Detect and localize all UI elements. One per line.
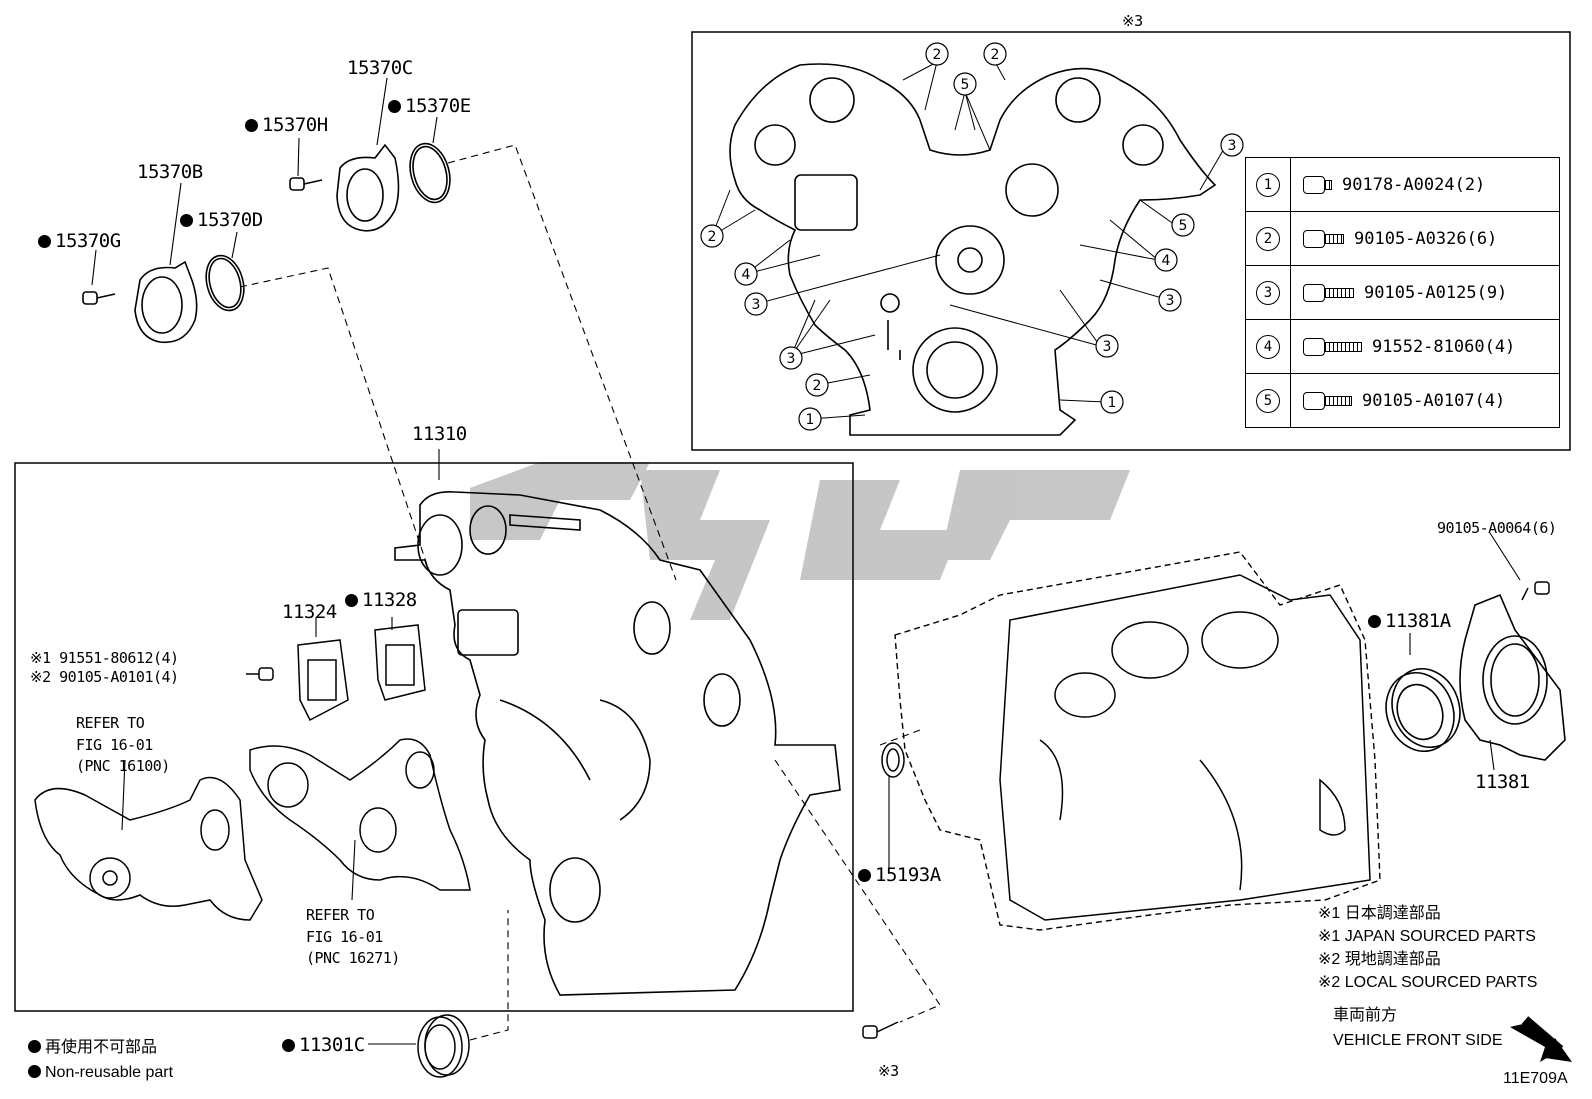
legend-non-reusable-en: Non-reusable part — [28, 1062, 173, 1084]
main-box — [14, 462, 854, 1012]
rear-seal-retainer — [1459, 593, 1566, 761]
svg-text:3: 3 — [1166, 293, 1175, 309]
legend-non-reusable-jp: 再使用不可部品 — [28, 1037, 157, 1059]
svg-text:3: 3 — [752, 297, 761, 313]
bolt-icon — [1303, 283, 1325, 302]
legend-part: 90178-A0024(2) — [1342, 174, 1486, 195]
legend-row: 5 90105-A0107(4) — [1245, 373, 1560, 428]
label-11324: 11324 — [282, 601, 337, 623]
water-inlet-housings — [82, 142, 451, 344]
label-11381: 11381 — [1475, 771, 1530, 793]
svg-text:3: 3 — [1228, 138, 1237, 154]
label-11301C: 11301C — [282, 1034, 365, 1056]
svg-text:4: 4 — [1162, 253, 1171, 269]
legend-index: 5 — [1256, 388, 1280, 413]
o-ring-15370E — [409, 142, 451, 204]
legend-part: 90105-A0125(9) — [1364, 282, 1508, 303]
label-15370D: 15370D — [180, 209, 263, 231]
label-15370C: 15370C — [347, 57, 413, 79]
inset-box — [691, 31, 1571, 451]
legend-index: 4 — [1256, 334, 1280, 359]
legend-index: 3 — [1256, 280, 1280, 305]
legend-row: 1 90178-A0024(2) — [1245, 157, 1560, 212]
bolt-shaft-icon — [1325, 341, 1362, 352]
svg-text:2: 2 — [991, 47, 1000, 63]
svg-text:5: 5 — [1179, 218, 1188, 234]
label-15370B: 15370B — [137, 161, 203, 183]
gaskets — [249, 624, 471, 891]
label-11328: 11328 — [345, 589, 417, 611]
inset-timing-cover-outline — [729, 63, 1217, 436]
bolt-icon — [1303, 229, 1325, 248]
label-15370H: 15370H — [245, 114, 328, 136]
inset-mark: ※3 — [1122, 12, 1143, 30]
label-bolt-japan: ※1 91551-80612(4) — [30, 649, 179, 667]
svg-text:5: 5 — [961, 77, 970, 93]
o-ring-15370D — [205, 254, 245, 312]
front-direction-arrow-icon — [1510, 1016, 1572, 1062]
rear-oil-seal — [1385, 667, 1461, 753]
refer-text: REFER TO — [76, 714, 145, 732]
legend-index: 2 — [1256, 226, 1280, 251]
inset-callout-circles: 2 2 5 3 2 5 4 4 3 3 3 3 2 1 1 — [700, 42, 1244, 431]
note-line: ※1 日本調達部品 — [1318, 905, 1441, 922]
watermark-logo — [470, 462, 1130, 620]
refer-text: (PNC 16100) — [76, 757, 170, 775]
note-line: ※2 LOCAL SOURCED PARTS — [1318, 974, 1538, 991]
bolt-shaft-icon — [1325, 287, 1354, 298]
refer-text: REFER TO — [306, 906, 375, 924]
refer-text: (PNC 16271) — [306, 949, 400, 967]
svg-text:3: 3 — [787, 351, 796, 367]
svg-text:4: 4 — [742, 267, 751, 283]
bolt-icon — [1303, 175, 1325, 194]
inset-legend-table: 1 90178-A0024(2) 2 90105-A0326(6) 3 9010… — [1245, 157, 1560, 428]
legend-part: 90105-A0326(6) — [1354, 228, 1498, 249]
svg-text:2: 2 — [813, 378, 822, 394]
legend-row: 2 90105-A0326(6) — [1245, 211, 1560, 266]
label-bolt-local: ※2 90105-A0101(4) — [30, 668, 179, 686]
svg-text:1: 1 — [806, 412, 815, 428]
bolt-icon — [1303, 337, 1325, 356]
label-90105-A0064: 90105-A0064(6) — [1437, 519, 1557, 537]
svg-text:2: 2 — [933, 47, 942, 63]
legend-index: 1 — [1256, 172, 1280, 197]
refer-text: FIG 16-01 — [306, 928, 383, 946]
leader-lines — [91, 77, 1521, 1045]
svg-text:3: 3 — [1103, 339, 1112, 355]
water-pump — [34, 776, 263, 921]
front-direction-jp: 車両前方 — [1333, 1007, 1398, 1024]
bolt-shaft-icon — [1325, 179, 1332, 190]
inset-callout-leaders — [711, 61, 1226, 420]
label-15370E: 15370E — [388, 95, 471, 117]
bolt-icon — [1303, 391, 1325, 410]
legend-part: 91552-81060(4) — [1372, 336, 1516, 357]
legend-part: 90105-A0107(4) — [1362, 390, 1506, 411]
note-line: ※1 JAPAN SOURCED PARTS — [1318, 928, 1536, 945]
cylinder-block — [999, 574, 1371, 921]
svg-text:1: 1 — [1108, 395, 1117, 411]
timing-chain-cover — [394, 490, 841, 996]
label-15370G: 15370G — [38, 230, 121, 252]
label-11381A: 11381A — [1368, 610, 1451, 632]
figure-code: 11E709A — [1503, 1070, 1568, 1087]
dashed-phantom-lines — [239, 144, 941, 1041]
svg-text:2: 2 — [708, 229, 717, 245]
label-15193A: 15193A — [858, 864, 941, 886]
small-seals — [417, 742, 905, 1078]
bolt-shaft-icon — [1325, 233, 1344, 244]
bolt-shaft-icon — [1325, 395, 1352, 406]
cylinder-block-phantom — [894, 551, 1381, 931]
refer-text: FIG 16-01 — [76, 736, 153, 754]
legend-row: 4 91552-81060(4) — [1245, 319, 1560, 374]
legend-row: 3 90105-A0125(9) — [1245, 265, 1560, 320]
label-11310: 11310 — [412, 423, 467, 445]
front-direction-en: VEHICLE FRONT SIDE — [1333, 1032, 1503, 1049]
note-line: ※2 現地調達部品 — [1318, 951, 1441, 968]
bottom-mark: ※3 — [878, 1062, 899, 1080]
misc-bolts — [246, 581, 1550, 1039]
